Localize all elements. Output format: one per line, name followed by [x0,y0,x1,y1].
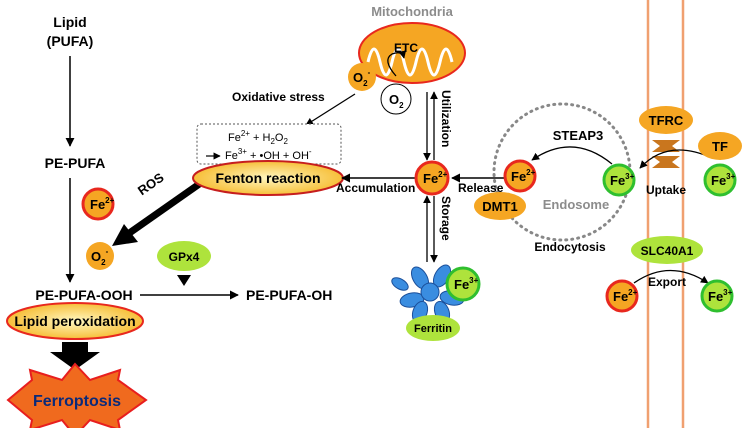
svg-text:O2-: O2- [91,247,109,267]
svg-text:Fe2+: Fe2+ [423,170,448,186]
storage-label: Storage [439,196,453,241]
svg-text:Ferroptosis: Ferroptosis [33,393,121,410]
fe2-ion-left: Fe2+ [81,187,115,221]
steap3-label: STEAP3 [553,128,604,143]
pe-pufa-label: PE-PUFA [45,155,106,171]
svg-text:Fenton reaction: Fenton reaction [215,170,320,186]
svg-text:SLC40A1: SLC40A1 [641,244,694,258]
svg-text:Fe2+: Fe2+ [613,288,638,304]
mitochondria-label: Mitochondria [371,4,453,19]
svg-text:Ferritin: Ferritin [414,323,452,335]
svg-text:Lipid peroxidation: Lipid peroxidation [14,313,135,329]
etc-cycle-arrow [387,50,407,77]
tfrc-badge: TFRC [639,106,693,134]
fe2-ion-export: Fe2+ [605,279,639,313]
accumulation-label: Accumulation [336,181,415,195]
oxygen-molecule: O2 [380,83,412,115]
fe3-ion-export: Fe3+ [700,279,734,313]
tfrc-receptor [652,140,680,168]
lipid-peroxidation-badge: Lipid peroxidation [6,302,144,340]
svg-text:Fe3+: Fe3+ [711,172,736,188]
svg-text:Fe2+: Fe2+ [90,196,115,212]
svg-text:Fe3+: Fe3+ [708,288,733,304]
arrow-steap3 [531,146,613,165]
arrow-export [633,269,709,284]
superoxide-mito: O2- [348,63,376,91]
release-label: Release [458,181,504,195]
ros-label: ROS [135,170,167,199]
pe-pufa-oh-label: PE-PUFA-OH [246,287,332,303]
svg-text:GPx4: GPx4 [169,250,200,264]
ros-arrow [112,177,208,246]
svg-text:TF: TF [712,139,728,154]
superoxide-left: O2- [86,242,114,270]
svg-text:Fe3+: Fe3+ [454,276,479,292]
svg-text:Fe3+ + •OH + OH-: Fe3+ + •OH + OH- [225,147,312,162]
uptake-label: Uptake [646,183,686,197]
oxidative-stress-label: Oxidative stress [232,90,325,104]
ferritin-badge: Ferritin [406,315,460,341]
fe3-ion-ferritin: Fe3+ [445,266,481,302]
down-arrow-to-ferroptosis [50,342,100,370]
fe3-ion-endosome: Fe3+ [602,163,636,197]
gpx4-badge: GPx4 [157,241,211,271]
endosome-label: Endosome [543,197,609,212]
dmt1-badge: DMT1 [474,192,526,220]
svg-text:O2-: O2- [353,68,371,88]
fe2-ion-endosome: Fe2+ [503,159,537,193]
arrow-oxstress-to-fenton [305,93,356,126]
svg-text:TFRC: TFRC [649,113,684,128]
utilization-label: Utilization [439,90,453,147]
fe3-ion-tf: Fe3+ [703,163,737,197]
cell-membrane [646,0,685,428]
svg-text:O2: O2 [389,92,404,110]
pufa-label: (PUFA) [47,33,94,49]
fenton-reaction-badge: Fenton reaction [192,160,344,196]
fenton-equation-box: Fe2+ + H2O2 Fe3+ + •OH + OH- [196,123,342,165]
endocytosis-label: Endocytosis [534,240,606,254]
gpx4-down-arrow [177,275,191,286]
pe-pufa-ooh-label: PE-PUFA-OOH [35,287,132,303]
slc40a1-badge: SLC40A1 [631,236,703,264]
svg-text:Fe2+: Fe2+ [511,168,536,184]
svg-text:DMT1: DMT1 [482,199,517,214]
svg-text:Fe3+: Fe3+ [610,172,635,188]
fe2-ion-center: Fe2+ [414,160,450,196]
lipid-label: Lipid [53,14,86,30]
svg-text:Fe2+ + H2O2: Fe2+ + H2O2 [228,129,288,146]
export-label: Export [648,275,686,289]
ferroptosis-burst: Ferroptosis [6,362,148,428]
mitochondrion [358,22,466,84]
tf-badge: TF [698,132,742,160]
